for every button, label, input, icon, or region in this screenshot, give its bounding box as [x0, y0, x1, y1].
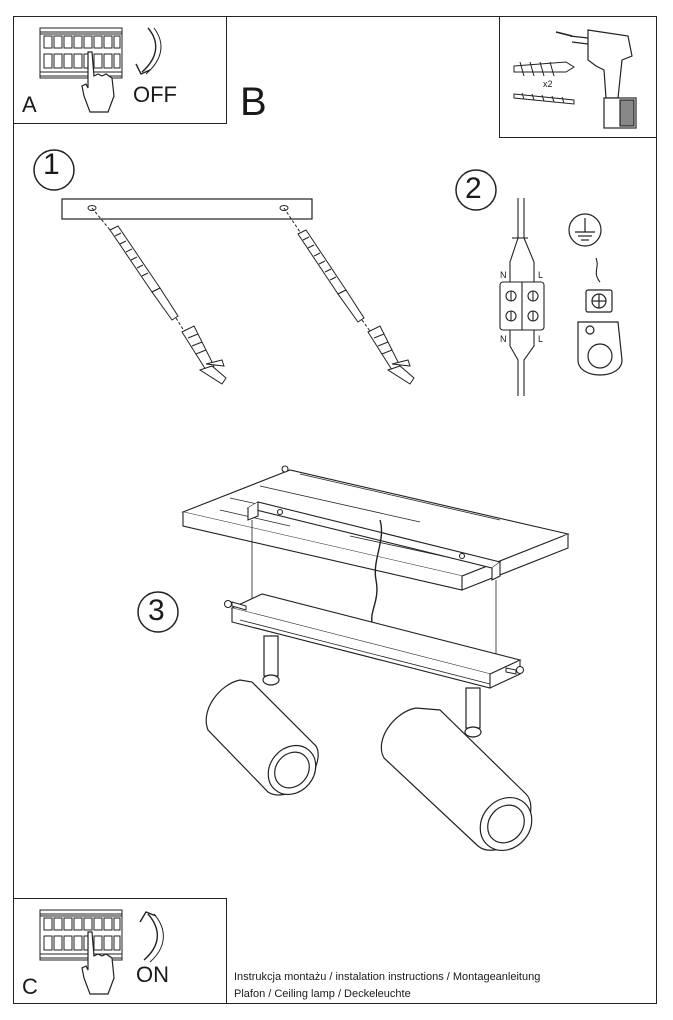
ground-terminal-icon [577, 289, 623, 376]
breaker-panel-icon [39, 27, 123, 79]
mounting-bracket [246, 501, 502, 581]
mains-cable [509, 198, 535, 282]
wire-l-bottom: L [538, 334, 544, 344]
caption-instructions: Instrukcja montażu / instalation instruc… [234, 971, 541, 983]
ceiling-slab [181, 465, 570, 591]
section-b-letter: B [240, 80, 267, 124]
quantity-label: x2 [543, 79, 553, 89]
outer-frame [13, 16, 657, 1004]
terminal-block-icon [499, 281, 545, 331]
wall-plug-right [361, 319, 415, 385]
hand-icon-c [81, 931, 115, 995]
hand-icon [81, 51, 115, 113]
guide-lines [251, 520, 497, 664]
arrow-down-icon [135, 27, 157, 75]
ground-symbol-icon [568, 213, 602, 247]
wall-plug-left [175, 317, 227, 385]
step2-number: 2 [465, 172, 482, 205]
drill-icon [555, 29, 637, 129]
wire-l-top: L [538, 270, 544, 280]
power-on-label: ON [136, 962, 169, 987]
drill-bit-right [283, 207, 365, 323]
step1-number: 1 [43, 148, 60, 181]
breaker-panel-icon-c [39, 909, 123, 961]
wall-plug-icon [513, 61, 575, 77]
spotlight-left [205, 635, 319, 796]
ceiling-template [61, 198, 313, 220]
arrow-up-icon [139, 911, 158, 961]
wire-n-top: N [500, 270, 507, 280]
side-screw-right [505, 666, 524, 675]
panel-a-letter: A [22, 92, 37, 117]
supply-wire [371, 519, 383, 623]
lamp-base [230, 593, 522, 689]
step1-badge [33, 149, 75, 191]
drill-bit-left [91, 207, 179, 321]
panel-c-letter: C [22, 974, 38, 999]
step3-badge [137, 591, 179, 633]
spotlight-right [380, 687, 533, 852]
screw-icon [513, 92, 575, 105]
caption-product: Plafon / Ceiling lamp / Deckeleuchte [234, 988, 411, 1000]
step2-badge [455, 169, 497, 211]
side-screw-left [224, 600, 247, 611]
lamp-cable [509, 330, 535, 396]
step3-number: 3 [148, 594, 165, 627]
wire-n-bottom: N [500, 334, 507, 344]
power-off-label: OFF [133, 82, 177, 107]
